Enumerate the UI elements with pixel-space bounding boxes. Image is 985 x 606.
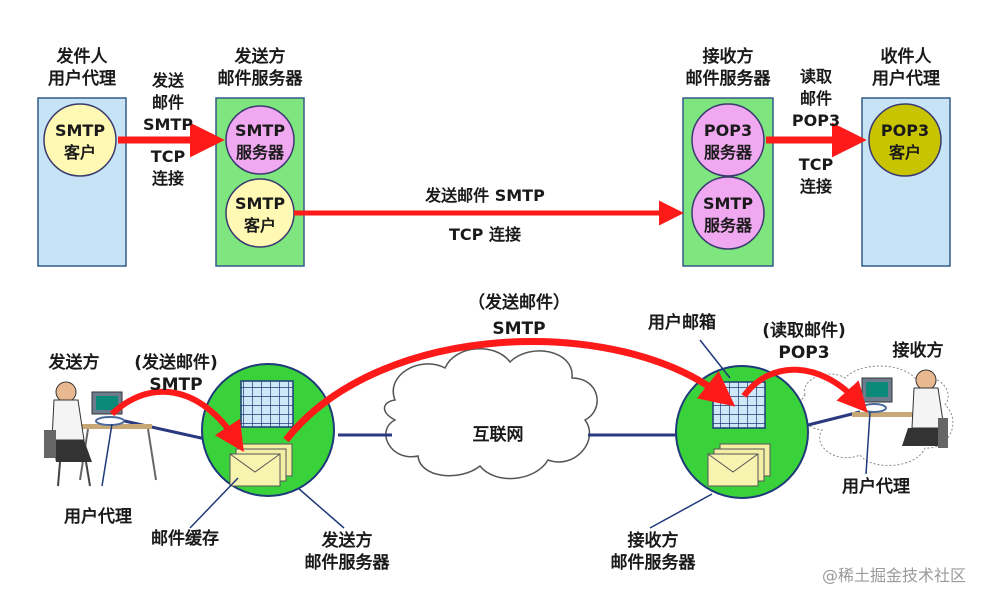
smtp-client-node-2: SMTP 客户 bbox=[225, 178, 295, 248]
smtp-client2-line1: SMTP bbox=[235, 194, 285, 213]
smtp-server-line2: 服务器 bbox=[236, 143, 285, 162]
receiver-server-title: 接收方邮件服务器 bbox=[685, 47, 771, 89]
receiver-mail-server bbox=[675, 365, 809, 499]
internet-cloud bbox=[383, 348, 598, 480]
ua-left-label: 用户代理 bbox=[64, 507, 132, 527]
pointer-ua-left bbox=[101, 423, 113, 487]
sender-server-title: 发送方邮件服务器 bbox=[217, 47, 303, 89]
smtp-server2-line1: SMTP bbox=[703, 194, 753, 213]
link-server-to-receiver bbox=[807, 410, 861, 427]
mail-cache-label: 邮件缓存 bbox=[151, 529, 219, 549]
receiver-ua-title: 收件人用户代理 bbox=[872, 47, 940, 89]
arrow-send-to-server bbox=[109, 388, 244, 453]
pointer-ua-right bbox=[865, 411, 871, 475]
smtp-server2-line2: 服务器 bbox=[704, 216, 753, 235]
smtp-server-node: SMTP 服务器 bbox=[225, 105, 295, 175]
recv-server-label: 接收方邮件服务器 bbox=[610, 531, 696, 573]
pop3-client-line1: POP3 bbox=[881, 121, 929, 140]
send-server-label: 发送方邮件服务器 bbox=[304, 531, 390, 573]
receiver-label: 接收方 bbox=[892, 341, 944, 361]
pop3-client-node: POP3 客户 bbox=[868, 103, 942, 177]
smtp-client-node: SMTP 客户 bbox=[43, 103, 117, 177]
pop3-server-line2: 服务器 bbox=[704, 143, 753, 162]
pop3-client-line2: 客户 bbox=[889, 143, 921, 162]
pointer-mailbox bbox=[699, 339, 731, 379]
smtp-server-line1: SMTP bbox=[235, 121, 285, 140]
arrow-mailbox-to-receiver bbox=[741, 366, 868, 413]
sender-ua-title: 发件人用户代理 bbox=[48, 47, 116, 89]
receiver-envelopes bbox=[707, 443, 771, 487]
mailbox-label: 用户邮箱 bbox=[648, 313, 716, 333]
ua-right-label: 用户代理 bbox=[842, 477, 910, 497]
mailbox-grid-right bbox=[712, 381, 766, 429]
pop3-server-node: POP3 服务器 bbox=[691, 103, 765, 177]
mail-cache-envelopes bbox=[229, 443, 293, 487]
sender-label: 发送方 bbox=[48, 353, 100, 373]
link-sender-to-server bbox=[119, 418, 211, 442]
pointer-recv-server bbox=[649, 493, 713, 529]
pop3-server-line1: POP3 bbox=[704, 121, 752, 140]
arrow2-tcp: TCP 连接 bbox=[449, 225, 521, 244]
send-mail-label-1: (发送邮件)SMTP bbox=[134, 353, 218, 395]
pointer-mail-cache bbox=[189, 477, 239, 529]
watermark: @稀土掘金技术社区 bbox=[822, 566, 967, 585]
mailbox-grid-left bbox=[240, 380, 294, 428]
smtp-client-line1: SMTP bbox=[55, 121, 105, 140]
arrow2-label: 发送邮件 SMTP bbox=[425, 186, 545, 205]
smtp-client-line2: 客户 bbox=[64, 143, 96, 162]
pointer-send-server bbox=[297, 487, 345, 529]
read-mail-label: (读取邮件)POP3 bbox=[762, 321, 846, 363]
send-mail-label-2: （发送邮件）SMTP bbox=[468, 293, 570, 339]
arrow-server-to-server bbox=[283, 338, 736, 443]
smtp-client2-line2: 客户 bbox=[244, 216, 276, 235]
internet-label: 互联网 bbox=[472, 425, 524, 445]
sender-mail-server bbox=[201, 363, 335, 497]
smtp-server-node-2: SMTP 服务器 bbox=[691, 176, 765, 250]
